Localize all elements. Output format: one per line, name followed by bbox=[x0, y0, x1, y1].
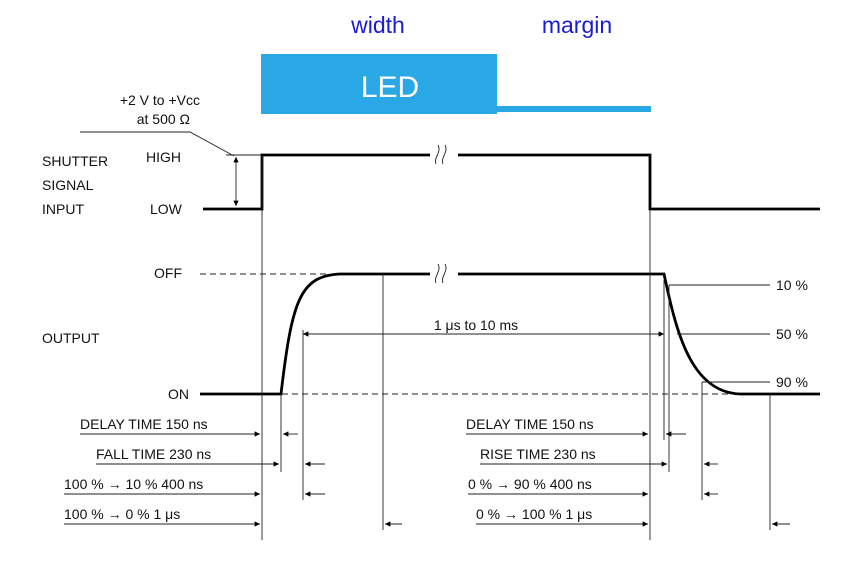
timing-left-10pct: 100 % → 10 % 400 ns bbox=[64, 476, 203, 492]
pct-10-label: 10 % bbox=[776, 277, 808, 293]
led-label: LED bbox=[361, 71, 419, 104]
timing-right-group: DELAY TIME 150 ns RISE TIME 230 ns 0 % →… bbox=[466, 416, 790, 527]
timing-left-group: DELAY TIME 150 ns FALL TIME 230 ns 100 %… bbox=[64, 416, 402, 527]
led-margin-bar bbox=[497, 106, 651, 112]
timing-right-delay: DELAY TIME 150 ns bbox=[466, 416, 594, 432]
pct-50-label: 50 % bbox=[776, 326, 808, 342]
timing-right-90pct: 0 % → 90 % 400 ns bbox=[468, 476, 592, 492]
input-impedance-label: at 500 Ω bbox=[137, 111, 190, 127]
input-title-line3: INPUT bbox=[42, 201, 84, 217]
reference-lines bbox=[261, 155, 771, 540]
on-label: ON bbox=[168, 386, 189, 402]
timing-right-rise: RISE TIME 230 ns bbox=[480, 446, 596, 462]
led-width-bar bbox=[261, 54, 497, 114]
break-mark-output bbox=[434, 263, 447, 284]
timing-right-100pct: 0 % → 100 % 1 μs bbox=[476, 506, 592, 522]
high-label: HIGH bbox=[146, 149, 181, 165]
low-label: LOW bbox=[150, 201, 183, 217]
output-title: OUTPUT bbox=[42, 330, 100, 346]
off-label: OFF bbox=[154, 265, 182, 281]
duration-label: 1 μs to 10 ms bbox=[434, 317, 518, 333]
timing-left-delay: DELAY TIME 150 ns bbox=[80, 416, 208, 432]
input-title-line2: SIGNAL bbox=[42, 177, 94, 193]
timing-left-fall: FALL TIME 230 ns bbox=[96, 446, 211, 462]
margin-label: margin bbox=[542, 12, 612, 38]
output-trace bbox=[200, 272, 820, 396]
impedance-leader bbox=[80, 131, 235, 157]
width-label: width bbox=[350, 12, 405, 38]
timing-left-0pct: 100 % → 0 % 1 μs bbox=[64, 506, 180, 522]
input-threshold-label: +2 V to +Vcc bbox=[120, 92, 200, 108]
break-mark-input bbox=[434, 144, 447, 165]
shutter-signal-trace bbox=[203, 153, 820, 211]
input-title-line1: SHUTTER bbox=[42, 153, 108, 169]
pct-90-label: 90 % bbox=[776, 374, 808, 390]
